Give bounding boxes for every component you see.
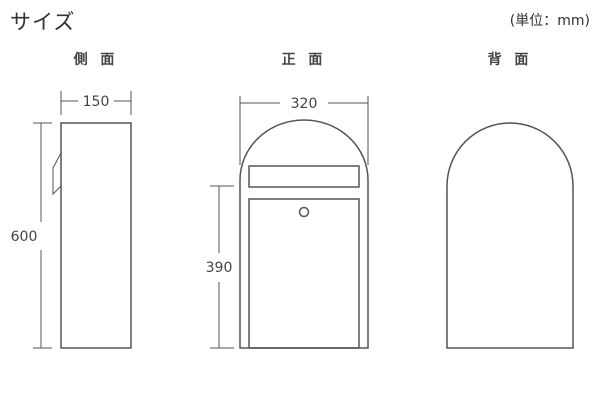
side-width-dimension bbox=[60, 91, 132, 115]
front-width-label: 320 bbox=[291, 96, 318, 112]
front-view-label: 正 面 bbox=[282, 52, 327, 68]
side-view-label: 側 面 bbox=[73, 51, 119, 68]
unit-note: (単位：mm) bbox=[509, 13, 590, 29]
keyhole-icon bbox=[298, 206, 310, 218]
side-height-label: 600 bbox=[11, 229, 38, 245]
side-view: 150 600 bbox=[11, 91, 132, 349]
front-height-dimension bbox=[210, 185, 234, 349]
front-view: 320 390 bbox=[206, 96, 369, 349]
back-body-outline bbox=[446, 122, 574, 349]
front-door bbox=[248, 198, 360, 349]
back-view bbox=[446, 122, 574, 349]
side-height-dimension bbox=[33, 122, 52, 349]
front-body-outline bbox=[239, 119, 369, 349]
side-body-outline bbox=[60, 122, 132, 349]
front-height-label: 390 bbox=[206, 260, 233, 276]
side-width-label: 150 bbox=[83, 94, 110, 110]
page-title: サイズ bbox=[10, 10, 76, 34]
mail-slot bbox=[248, 165, 360, 188]
front-width-dimension bbox=[239, 96, 369, 165]
back-view-label: 背 面 bbox=[488, 51, 533, 68]
side-flap-detail bbox=[52, 152, 62, 196]
